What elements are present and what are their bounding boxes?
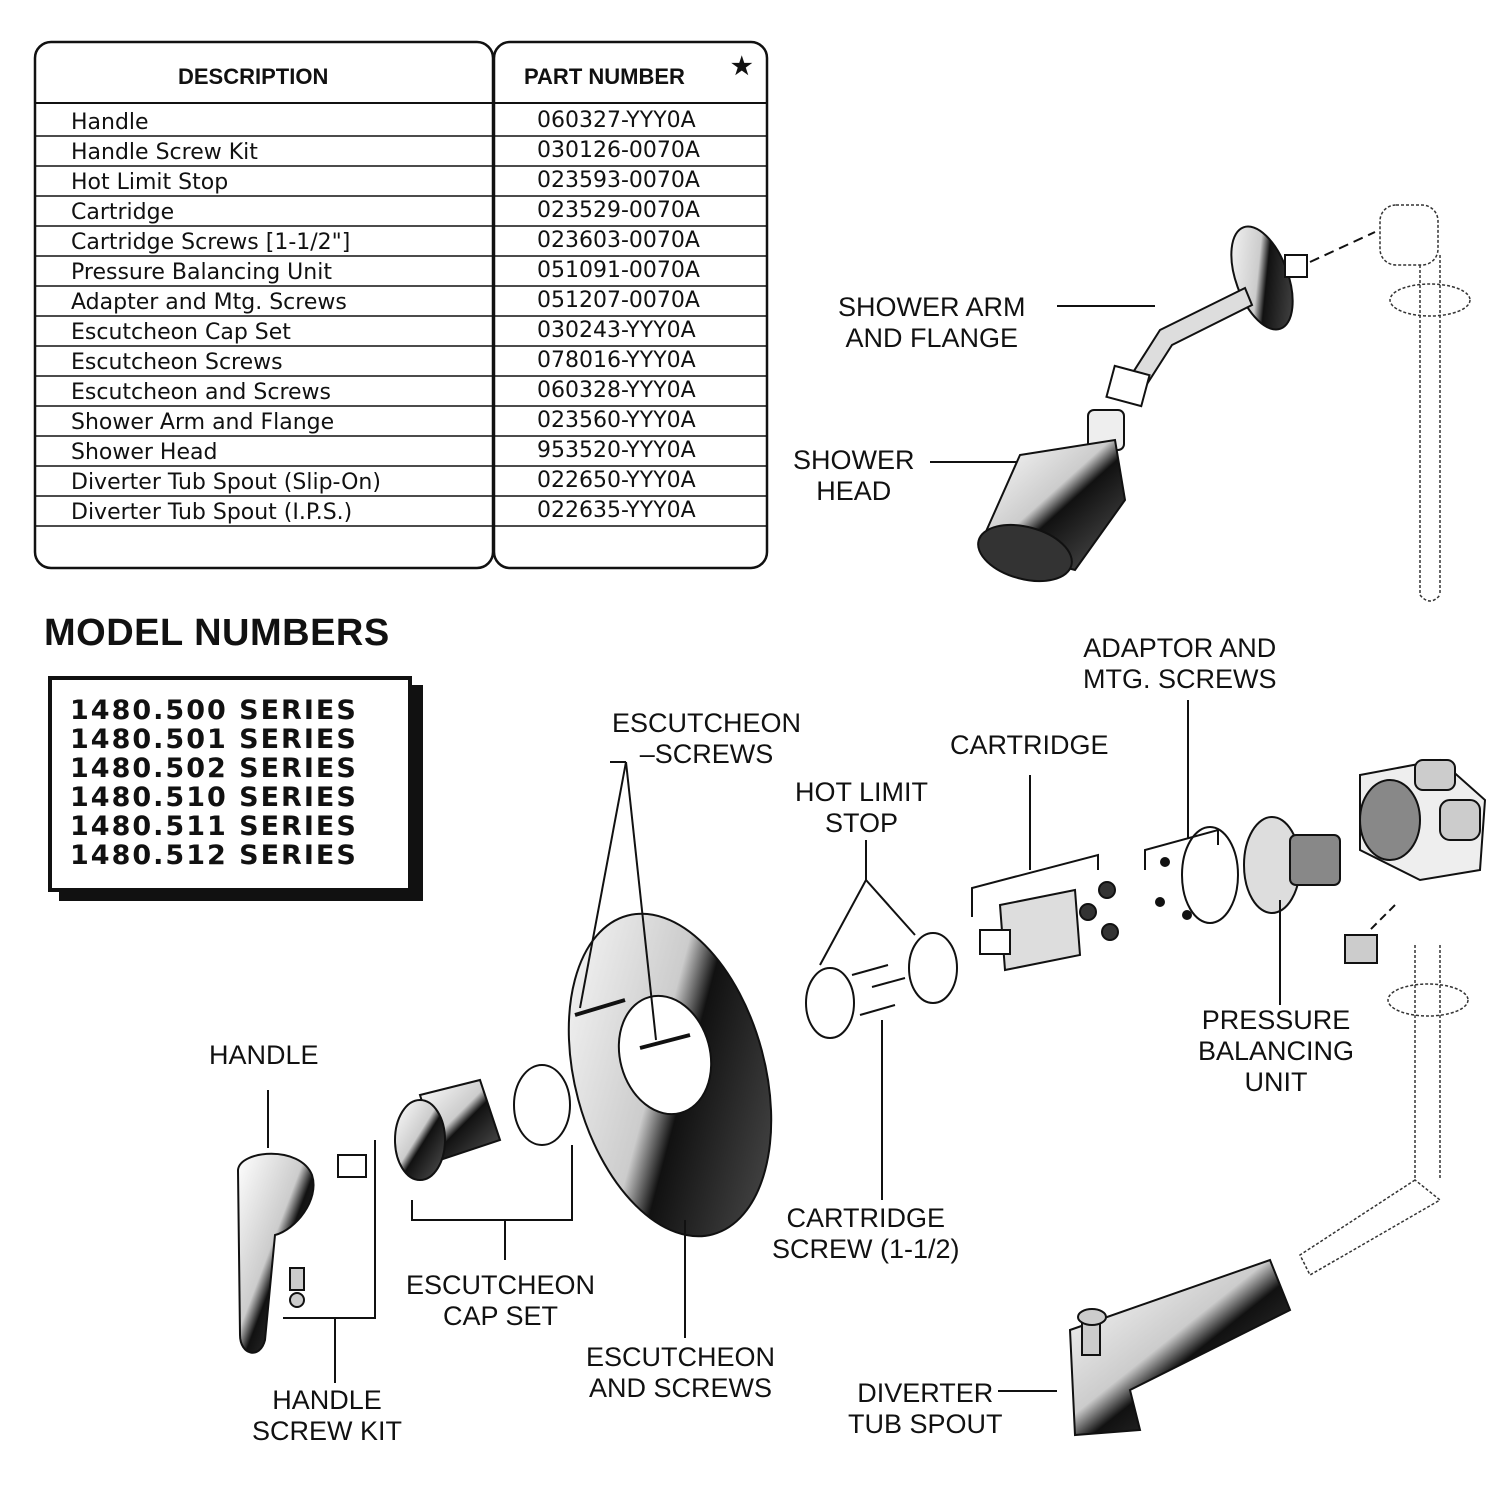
table-row-part-number: 023593-0070A — [537, 168, 700, 193]
shower-arm-drawing — [1105, 225, 1376, 408]
pressure-balancing-drawing — [1155, 816, 1341, 924]
table-row-part-number: 060328-YYY0A — [537, 378, 696, 403]
callout-line: PRESSURE — [1201, 1005, 1351, 1035]
table-row-description: Escutcheon and Screws — [71, 380, 331, 405]
callout-line: BALANCING — [1198, 1036, 1355, 1066]
model-series-line: 1480.501 SERIES — [70, 724, 358, 755]
callout-line: UNIT — [1244, 1067, 1308, 1097]
model-series-line: 1480.502 SERIES — [70, 753, 358, 784]
callout-line: HOT LIMIT — [795, 777, 929, 807]
table-row-part-number: 022650-YYY0A — [537, 468, 696, 493]
callout-line: DIVERTER — [857, 1378, 994, 1408]
hot-limit-stop-drawing — [805, 932, 958, 1039]
callout-line: CAP SET — [442, 1301, 559, 1331]
callout-line: AND SCREWS — [589, 1373, 773, 1403]
callout-handle: HANDLE — [209, 1040, 319, 1071]
table-row-description: Hot Limit Stop — [71, 170, 229, 195]
callout-line: HEAD — [816, 476, 892, 506]
description-header: DESCRIPTION — [178, 64, 329, 89]
callout-line: HANDLE — [209, 1040, 319, 1070]
callout-line: CARTRIDGE — [950, 730, 1109, 760]
callout-line: SCREW KIT — [252, 1416, 403, 1446]
table-row-part-number: 022635-YYY0A — [537, 498, 696, 523]
table-row-part-number: 078016-YYY0A — [537, 348, 696, 373]
model-series-line: 1480.510 SERIES — [70, 782, 358, 813]
part-number-header: PART NUMBER — [524, 64, 685, 89]
tub-spout-drawing — [1068, 1258, 1292, 1437]
callout-line: AND FLANGE — [845, 323, 1019, 353]
parts-table: DESCRIPTION PART NUMBER ★ Handle 060327-Y… — [33, 40, 769, 570]
callout-line: SCREW (1-1/2) — [772, 1234, 960, 1264]
callout-line: ESCUTCHEON — [586, 1342, 776, 1372]
model-series-line: 1480.512 SERIES — [70, 840, 358, 871]
model-numbers-title: MODEL NUMBERS — [44, 612, 390, 654]
cartridge-drawing — [979, 881, 1119, 972]
table-row-description: Adapter and Mtg. Screws — [71, 290, 347, 315]
table-row-description: Escutcheon Screws — [71, 350, 283, 375]
callout-shower-head: SHOWER HEAD — [793, 445, 915, 507]
callout-escutcheon-screws: ESCUTCHEON –SCREWS — [612, 708, 801, 770]
escutcheon-drawing — [567, 912, 773, 1238]
callout-line: ESCUTCHEON — [612, 708, 802, 738]
callout-shower-arm: SHOWER ARM AND FLANGE — [838, 292, 1026, 354]
escutcheon-cap-drawing — [394, 1064, 571, 1181]
table-row-part-number: 030126-0070A — [537, 138, 700, 163]
table-row-part-number: 023603-0070A — [537, 228, 700, 253]
table-row-description: Handle — [71, 110, 149, 135]
callout-cartridge: CARTRIDGE — [950, 730, 1109, 761]
tub-supply-pipe — [1299, 945, 1469, 1277]
valve-body-drawing — [1344, 758, 1487, 964]
table-row-description: Diverter Tub Spout (I.P.S.) — [71, 500, 353, 525]
callout-line: ADAPTOR AND — [1083, 633, 1277, 663]
star-icon: ★ — [731, 53, 753, 80]
callout-cartridge-screw: CARTRIDGE SCREW (1-1/2) — [772, 1203, 960, 1265]
table-row-part-number: 060327-YYY0A — [537, 108, 696, 133]
callout-adaptor: ADAPTOR AND MTG. SCREWS — [1083, 633, 1277, 695]
callout-pressure-balancing: PRESSURE BALANCING UNIT — [1198, 1005, 1354, 1098]
table-row-description: Shower Head — [71, 440, 218, 465]
callout-line: TUB SPOUT — [848, 1409, 1003, 1439]
callout-line: SHOWER ARM — [838, 292, 1026, 322]
table-row-description: Cartridge Screws [1-1/2"] — [71, 230, 351, 255]
callout-line: MTG. SCREWS — [1083, 664, 1277, 694]
table-row-description: Escutcheon Cap Set — [71, 320, 291, 345]
callout-diverter-tub-spout: DIVERTER TUB SPOUT — [848, 1378, 1003, 1440]
callout-line: STOP — [824, 808, 899, 838]
table-row-description: Cartridge — [71, 200, 175, 225]
callout-line: –SCREWS — [639, 739, 774, 769]
table-row-part-number: 051091-0070A — [537, 258, 700, 283]
table-row-part-number: 023560-YYY0A — [537, 408, 696, 433]
table-row-part-number: 030243-YYY0A — [537, 318, 696, 343]
parts-table-frame — [33, 40, 769, 570]
shower-head-drawing — [977, 409, 1127, 583]
model-numbers-box: 1480.500 SERIES 1480.501 SERIES 1480.502… — [48, 676, 412, 892]
table-row-part-number: 953520-YYY0A — [537, 438, 696, 463]
callout-handle-screw-kit: HANDLE SCREW KIT — [252, 1385, 402, 1447]
table-row-part-number: 023529-0070A — [537, 198, 700, 223]
callout-line: SHOWER — [793, 445, 915, 475]
callout-hot-limit-stop: HOT LIMIT STOP — [795, 777, 928, 839]
leader-lines — [267, 305, 1281, 1392]
model-series-line: 1480.511 SERIES — [70, 811, 358, 842]
table-row-part-number: 051207-0070A — [537, 288, 700, 313]
model-series-line: 1480.500 SERIES — [70, 695, 358, 726]
table-row-description: Pressure Balancing Unit — [71, 260, 332, 285]
table-row-description: Shower Arm and Flange — [71, 410, 335, 435]
shower-supply-pipe — [1379, 204, 1471, 602]
handle-drawing — [236, 1152, 367, 1354]
table-row-description: Diverter Tub Spout (Slip-On) — [71, 470, 381, 495]
callout-escutcheon-cap-set: ESCUTCHEON CAP SET — [406, 1270, 595, 1332]
callout-line: HANDLE — [272, 1385, 382, 1415]
callout-line: CARTRIDGE — [786, 1203, 946, 1233]
callout-escutcheon-and-screws: ESCUTCHEON AND SCREWS — [586, 1342, 775, 1404]
callout-line: ESCUTCHEON — [406, 1270, 596, 1300]
table-row-description: Handle Screw Kit — [71, 140, 258, 165]
